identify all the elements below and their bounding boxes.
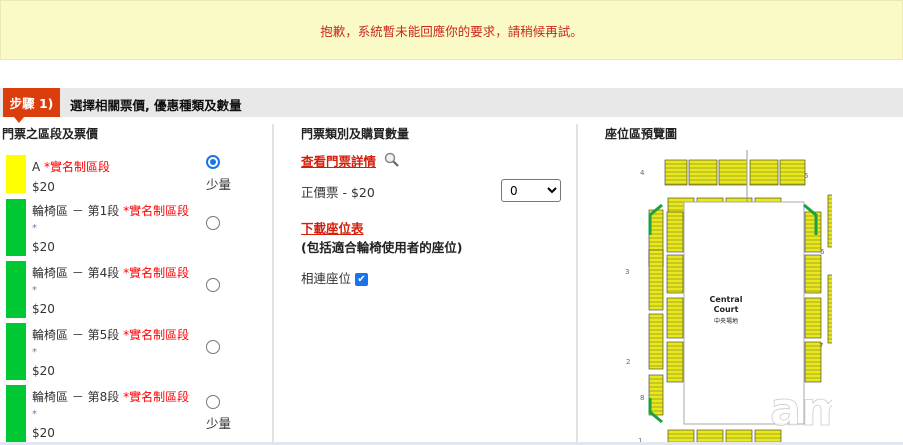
divider [272,124,274,445]
seat-block [725,429,753,445]
zone-row[interactable]: A *實名制區段 $20 少量 [6,155,266,194]
zone-color-swatch [6,323,26,380]
seat-block [664,159,688,186]
seat-block [827,194,832,248]
adjacent-seats-checkbox[interactable]: ✔ [355,273,369,286]
zone-radio[interactable] [206,340,220,354]
error-message: 抱歉，系統暫未能回應你的要求，請稍候再試。 [320,23,583,39]
zone-asterisk: * [32,409,37,420]
seat-plan-note: (包括適合輪椅使用者的座位) [301,240,463,255]
zone-radio[interactable] [206,155,220,169]
real-name-tag: *實名制區段 [123,204,190,218]
section-number: 7 [819,342,823,350]
zone-radio[interactable] [206,395,220,409]
section-number: 6 [820,248,825,256]
seat-block [749,159,779,186]
step-badge: 步驟 1) [3,88,60,123]
court-label-zh: 中央場地 [714,317,738,325]
zone-name: 輪椅區 － 第5段 [32,328,124,342]
zone-asterisk: * [32,285,37,296]
seat-block [667,429,695,445]
step-header: 步驟 1) 選擇相關票價, 優惠種類及數量 [0,88,903,123]
seat-block [754,429,782,445]
real-name-tag: *實名制區段 [44,160,111,174]
adjacent-seats-label: 相連座位 [301,271,352,286]
zone-color-swatch [6,155,26,193]
magnifier-icon[interactable] [384,152,400,168]
seat-block [666,254,684,294]
ticket-price-label: 正價票 - $20 [301,185,375,200]
zone-info: 輪椅區 － 第4段 *實名制區段 * $20 [32,263,189,319]
real-name-tag: *實名制區段 [123,390,190,404]
watermark-logo: am730 [770,382,832,436]
seat-block [696,429,724,445]
zone-radio[interactable] [206,216,220,230]
zone-price-heading: 門票之區段及票價 [2,127,99,141]
zone-color-swatch [6,385,26,442]
zone-row[interactable]: 輪椅區 － 第8段 *實名制區段 * $20 少量 [6,385,266,442]
zone-name: 輪椅區 － 第1段 [32,204,124,218]
step-title: 選擇相關票價, 優惠種類及數量 [70,98,242,113]
bottom-bar [0,442,903,445]
zone-color-swatch [6,199,26,256]
real-name-tag: *實名制區段 [123,328,190,342]
seat-block [688,159,718,186]
zone-row[interactable]: 輪椅區 － 第5段 *實名制區段 * $20 [6,323,266,380]
zone-name: 輪椅區 － 第4段 [32,266,124,280]
zone-info: A *實名制區段 $20 [32,157,110,197]
availability-note: 少量 [206,177,232,192]
seat-block [827,274,832,344]
availability-note: 少量 [206,416,232,431]
zone-name: A [32,160,45,174]
zone-info: 輪椅區 － 第1段 *實名制區段 * $20 [32,201,189,257]
real-name-tag: *實名制區段 [123,266,190,280]
adjacent-seats-option[interactable]: 相連座位✔ [301,268,369,287]
section-number: 4 [640,169,645,177]
section-number: 2 [626,358,630,366]
zone-price: $20 [32,302,55,316]
seat-block [648,313,664,370]
zone-asterisk: * [32,223,37,234]
zone-price: $20 [32,240,55,254]
seat-plan-download-link[interactable]: 下載座位表 [301,221,364,236]
divider [576,124,578,445]
court-label: Central [710,295,743,304]
zone-radio[interactable] [206,278,220,292]
zone-asterisk: * [32,347,37,358]
seat-block [779,159,806,186]
zone-price: $20 [32,426,55,440]
zone-price: $20 [32,180,55,194]
ticket-type-heading: 門票類別及購買數量 [301,127,410,141]
section-number: 5 [804,172,808,180]
zone-price: $20 [32,364,55,378]
zone-name: 輪椅區 － 第8段 [32,390,124,404]
court-label: Court [714,305,739,314]
zone-info: 輪椅區 － 第5段 *實名制區段 * $20 [32,325,189,381]
section-number: 3 [625,268,629,276]
zone-row[interactable]: 輪椅區 － 第4段 *實名制區段 * $20 [6,261,266,318]
zone-row[interactable]: 輪椅區 － 第1段 *實名制區段 * $20 [6,199,266,256]
zone-color-swatch [6,261,26,318]
error-banner: 抱歉，系統暫未能回應你的要求，請稍候再試。 [0,0,903,60]
seat-block [804,254,822,294]
ticket-details-link[interactable]: 查看門票詳情 [301,154,377,169]
zone-info: 輪椅區 － 第8段 *實名制區段 * $20 [32,387,189,443]
quantity-select[interactable]: 0 [501,179,561,202]
seat-map-heading: 座位區預覽圖 [605,127,678,141]
seat-block [718,159,748,186]
section-number: 1 [638,437,642,445]
section-number: 8 [640,394,644,402]
seat-block [648,249,664,311]
central-court [683,201,805,425]
